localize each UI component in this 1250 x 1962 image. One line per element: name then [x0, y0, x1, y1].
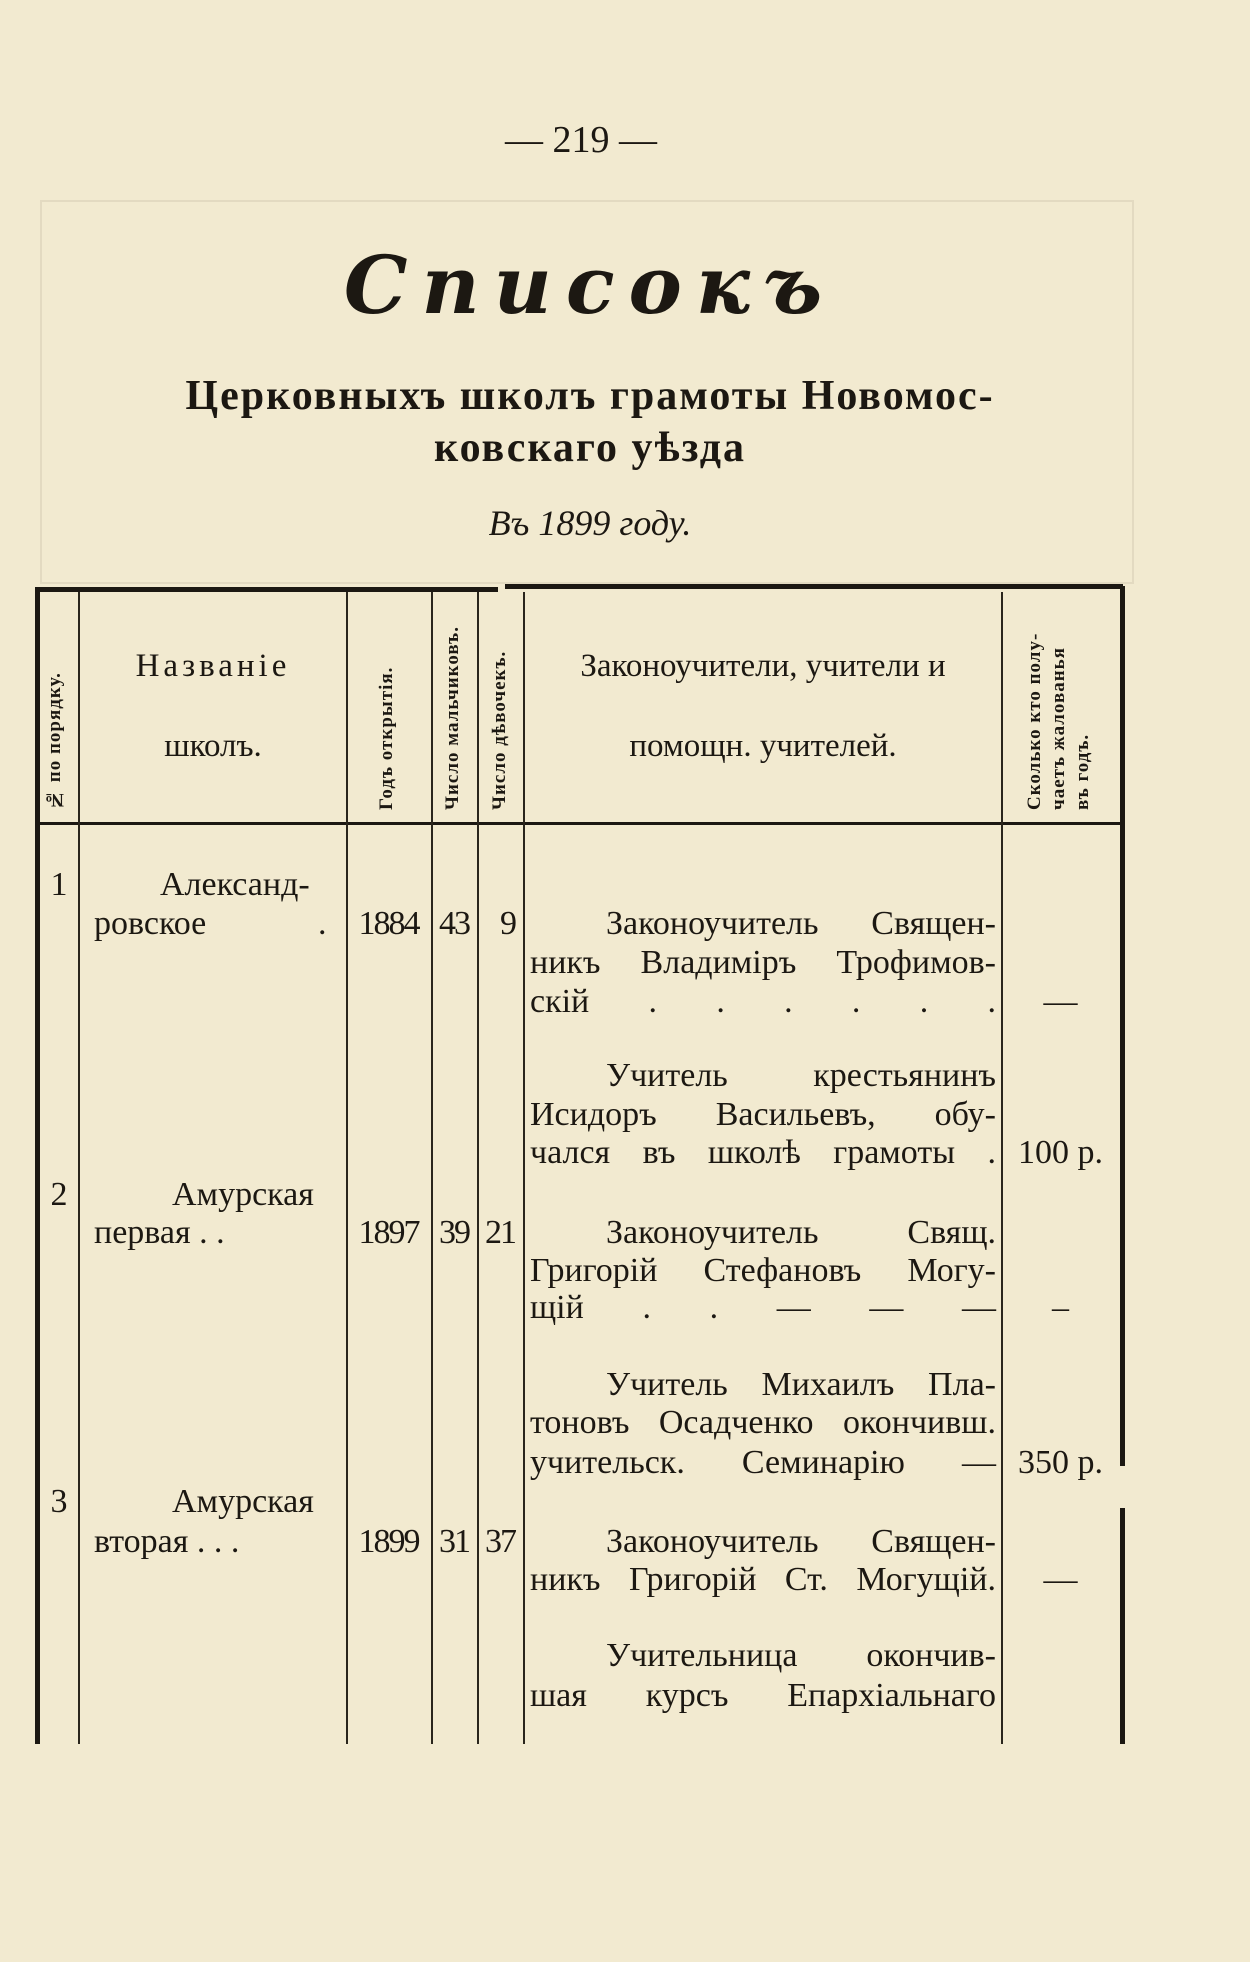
page-title: Списокъ — [343, 238, 837, 332]
header-staff-line-2: помощн. учителей. — [629, 728, 897, 764]
salary: – — [1052, 1289, 1069, 1326]
column-divider — [431, 592, 433, 1744]
year-opened: 1899 — [358, 1523, 421, 1560]
header-salary-line-2: чаетъ жалованья — [1048, 647, 1069, 810]
staff-line: Исидоръ Васильевъ, обу- — [530, 1096, 996, 1133]
subtitle-line-2: ковскаго уѣзда — [433, 425, 747, 471]
school-name-line: первая . . — [94, 1214, 225, 1251]
girls-count: 21 — [485, 1214, 517, 1251]
staff-line: никъ Владиміръ Трофимов- — [530, 944, 996, 981]
staff-line: шая курсъ Епархіальнаго — [530, 1677, 996, 1714]
staff-line: Учительница окончив- — [606, 1637, 996, 1674]
staff-line: никъ Григорій Ст. Могущій. — [530, 1561, 996, 1598]
year-opened: 1897 — [358, 1214, 421, 1251]
header-bottom-rule — [35, 822, 1125, 825]
salary: 350 р. — [1018, 1444, 1103, 1481]
column-divider — [346, 592, 348, 1744]
boys-count: 43 — [439, 905, 471, 942]
staff-line: Законоучитель Священ- — [606, 1523, 996, 1560]
table-top-rule-right — [505, 584, 1123, 589]
boys-count: 39 — [439, 1214, 471, 1251]
year-opened: 1884 — [358, 905, 421, 942]
school-name-line: Амурская — [172, 1176, 314, 1213]
page-number: — 219 — — [505, 119, 657, 161]
staff-line: скій . . . . . . — [530, 983, 996, 1020]
staff-line: Учитель крестьянинъ — [606, 1057, 996, 1094]
table-top-rule-left — [35, 587, 498, 592]
staff-line: Учитель Михаилъ Пла- — [606, 1366, 996, 1403]
school-name-line: вторая . . . — [94, 1523, 240, 1560]
boys-count: 31 — [439, 1523, 471, 1560]
column-divider — [523, 592, 525, 1744]
salary: 100 р. — [1018, 1134, 1103, 1171]
staff-line: тоновъ Осадченко окончивш. — [530, 1404, 996, 1441]
staff-line: учительск. Семинарію — — [530, 1444, 996, 1481]
row-number: 3 — [50, 1483, 68, 1520]
salary: — — [1043, 1561, 1078, 1598]
table-right-border-lower — [1120, 1508, 1125, 1744]
staff-line: Законоучитель Свящ. — [606, 1214, 996, 1251]
school-name-line: Амурская — [172, 1483, 314, 1520]
column-divider — [78, 592, 80, 1744]
column-divider — [1001, 592, 1003, 1744]
girls-count: 9 — [500, 905, 517, 942]
header-name-line-2: школъ. — [164, 728, 262, 764]
header-salary-line-1: Сколько кто полу- — [1024, 632, 1045, 810]
staff-line: Григорій Стефановъ Могу- — [530, 1252, 996, 1289]
header-year: Годъ открытія. — [376, 666, 397, 810]
column-divider — [477, 592, 479, 1744]
row-number: 2 — [50, 1176, 68, 1213]
school-name-line: ровское — [94, 905, 207, 942]
staff-line: чался въ школѣ грамоты . — [530, 1134, 996, 1171]
staff-line: щій . . — — — — [530, 1289, 996, 1326]
girls-count: 37 — [485, 1523, 517, 1560]
school-name-dot: . — [318, 905, 327, 942]
table-left-border — [35, 590, 40, 1744]
year-line: Въ 1899 году. — [488, 503, 692, 543]
header-salary-line-3: въ годъ. — [1072, 733, 1093, 810]
header-staff-line-1: Законоучители, учители и — [580, 648, 946, 684]
staff-line: Законоучитель Священ- — [606, 905, 996, 942]
header-girls: Число дѣвочекъ. — [489, 650, 510, 810]
row-number: 1 — [50, 866, 68, 903]
subtitle-line-1: Церковныхъ школъ грамоты Новомос- — [185, 373, 995, 419]
table-right-border — [1120, 586, 1125, 1466]
show-through-frame — [40, 200, 1134, 584]
school-name-line: Александ- — [160, 866, 310, 903]
header-boys: Число мальчиковъ. — [442, 626, 463, 810]
salary: — — [1043, 983, 1078, 1020]
header-name-line-1: Названіе — [135, 648, 291, 684]
header-number: № по порядку. — [44, 672, 65, 810]
